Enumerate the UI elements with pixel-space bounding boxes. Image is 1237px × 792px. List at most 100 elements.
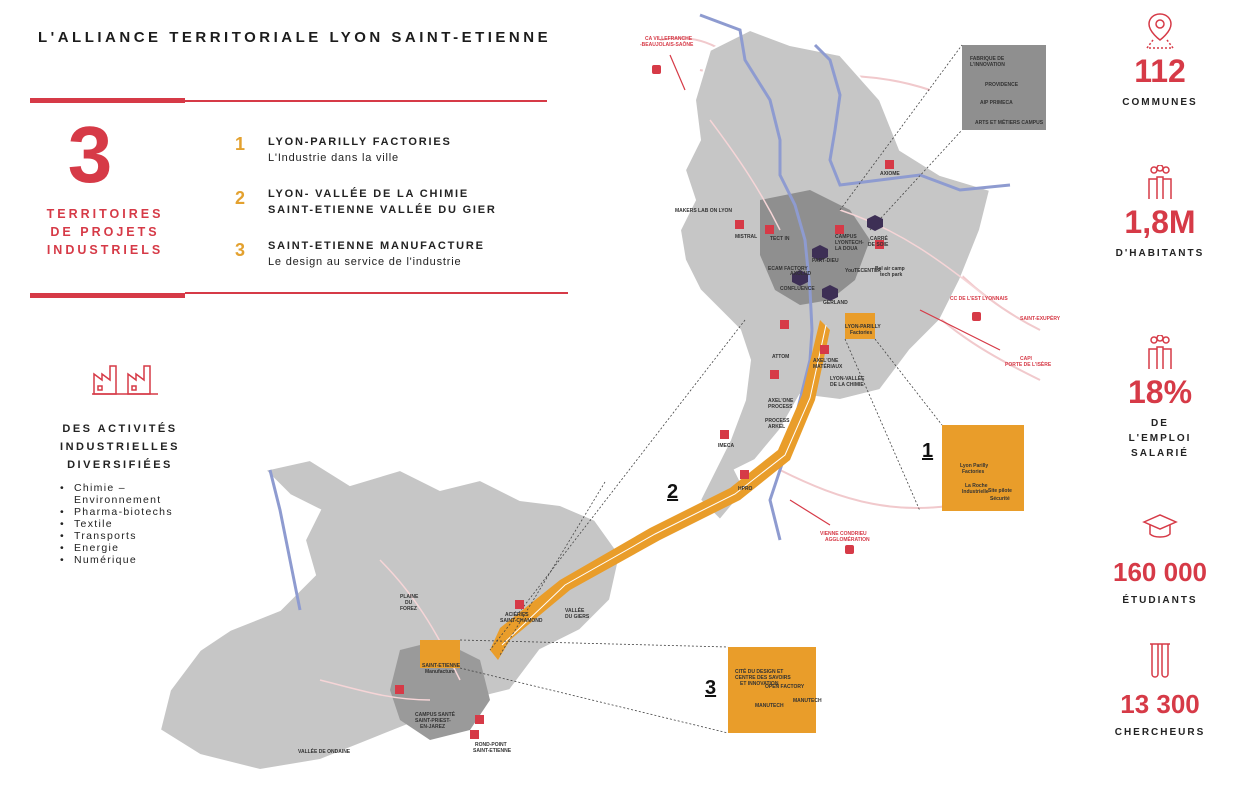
stat-etudiants: 160 000 ÉTUDIANTS bbox=[1100, 512, 1220, 608]
svg-text:tech park: tech park bbox=[880, 272, 902, 278]
svg-text:ECAM FACTORY: ECAM FACTORY bbox=[768, 266, 808, 272]
neighbor-arrows bbox=[669, 54, 1001, 526]
red-markers bbox=[395, 65, 981, 739]
territories-label: TERRITOIRES DE PROJETS INDUSTRIELS bbox=[46, 207, 164, 257]
svg-text:Bel air camp: Bel air camp bbox=[875, 266, 905, 272]
bottom-rule bbox=[185, 292, 568, 294]
svg-text:LA DOUA: LA DOUA bbox=[835, 246, 858, 252]
activities-list: Chimie – Environnement Pharma-biotechs T… bbox=[60, 482, 173, 566]
svg-text:ET INNOVATION: ET INNOVATION bbox=[740, 681, 779, 687]
inset-connectors bbox=[459, 44, 963, 734]
top-rule bbox=[185, 100, 547, 102]
svg-text:TECT IN: TECT IN bbox=[770, 236, 790, 242]
test-tubes-icon bbox=[1150, 643, 1170, 678]
svg-text:-BEAUJOLAIS-SAÔNE: -BEAUJOLAIS-SAÔNE bbox=[640, 40, 694, 48]
people-icon bbox=[1148, 334, 1172, 369]
list-item: Textile bbox=[60, 518, 173, 530]
svg-text:La Roche: La Roche bbox=[965, 483, 988, 489]
vallee-corridor bbox=[490, 320, 830, 660]
svg-text:SAINT-CHAMOND: SAINT-CHAMOND bbox=[500, 618, 543, 624]
svg-text:PLAINE: PLAINE bbox=[400, 594, 419, 600]
svg-text:ATTOM: ATTOM bbox=[772, 354, 789, 360]
top-thick-rule bbox=[30, 98, 185, 103]
page-title: L'ALLIANCE TERRITORIALE LYON SAINT-ETIEN… bbox=[38, 29, 552, 46]
svg-text:MATÉRIAUX: MATÉRIAUX bbox=[813, 362, 843, 370]
svg-text:AXEL'ONE: AXEL'ONE bbox=[813, 358, 839, 364]
svg-text:CARRÉ: CARRÉ bbox=[870, 234, 888, 242]
svg-text:MANUTECH: MANUTECH bbox=[793, 698, 822, 704]
stat-communes: 112 COMMUNES bbox=[1100, 12, 1220, 110]
svg-text:PORTE DE L'ISÈRE: PORTE DE L'ISÈRE bbox=[1005, 360, 1052, 368]
saint-etienne-territory bbox=[158, 458, 622, 772]
svg-text:SAINT-EXUPÉRY: SAINT-EXUPÉRY bbox=[1020, 314, 1061, 322]
stat-habitants: 1,8M D'HABITANTS bbox=[1100, 164, 1220, 261]
svg-text:LYONTECH-: LYONTECH- bbox=[835, 240, 864, 246]
svg-text:Sécurité: Sécurité bbox=[990, 496, 1010, 502]
stat-chercheurs: 13 300 CHERCHEURS bbox=[1100, 642, 1220, 740]
svg-text:AXIOME: AXIOME bbox=[880, 171, 900, 177]
territories-count: 3 bbox=[67, 110, 113, 199]
svg-text:MANUTECH: MANUTECH bbox=[755, 703, 784, 709]
inset-zone-1 bbox=[942, 425, 1024, 511]
svg-text:AXOLUD: AXOLUD bbox=[790, 271, 812, 277]
svg-text:MISTRAL: MISTRAL bbox=[735, 234, 757, 240]
purple-hubs bbox=[792, 215, 883, 301]
svg-text:PROCESS: PROCESS bbox=[765, 418, 790, 424]
inset-zone-3 bbox=[728, 647, 816, 733]
svg-text:GERLAND: GERLAND bbox=[823, 300, 848, 306]
activities-title: DES ACTIVITÉS INDUSTRIELLES DIVERSIFIÉES bbox=[60, 423, 180, 471]
svg-text:YouTECENTER: YouTECENTER bbox=[845, 268, 881, 274]
se-manufacture-site bbox=[420, 640, 460, 668]
list-item: Numérique bbox=[60, 554, 173, 566]
svg-text:SAINT-PRIEST-: SAINT-PRIEST- bbox=[415, 718, 451, 724]
factory-icon bbox=[92, 365, 158, 395]
svg-text:FABRIQUE DE: FABRIQUE DE bbox=[970, 56, 1005, 62]
map-pin-icon bbox=[1145, 13, 1175, 49]
svg-text:PART-DIEU: PART-DIEU bbox=[812, 258, 839, 264]
svg-text:VIENNE CONDRIEU: VIENNE CONDRIEU bbox=[820, 531, 867, 537]
svg-text:CITÉ DU DESIGN ET: CITÉ DU DESIGN ET bbox=[735, 667, 783, 675]
svg-text:PROCESS: PROCESS bbox=[768, 404, 793, 410]
svg-text:IMECA: IMECA bbox=[718, 443, 735, 449]
svg-text:ARKEL: ARKEL bbox=[768, 424, 785, 430]
svg-text:SAINT-ETIENNE: SAINT-ETIENNE bbox=[473, 748, 512, 754]
zone-2-number: 2 bbox=[667, 481, 678, 503]
svg-text:Factories: Factories bbox=[850, 330, 872, 336]
inset-top bbox=[962, 45, 1046, 130]
svg-text:CAPI: CAPI bbox=[1020, 356, 1033, 362]
svg-text:VALLÉE: VALLÉE bbox=[565, 606, 585, 614]
vallee-corridor-centerline bbox=[501, 324, 827, 646]
svg-text:AXEL'ONE: AXEL'ONE bbox=[768, 398, 794, 404]
list-item: Energie bbox=[60, 542, 173, 554]
svg-text:CA VILLEFRANCHE: CA VILLEFRANCHE bbox=[645, 36, 693, 42]
svg-text:CONFLUENCE: CONFLUENCE bbox=[780, 286, 815, 292]
svg-text:CENTRE DES SAVOIRS: CENTRE DES SAVOIRS bbox=[735, 675, 791, 681]
svg-text:DE LA CHIMIE: DE LA CHIMIE bbox=[830, 382, 864, 388]
list-item: Chimie – bbox=[60, 482, 173, 494]
svg-text:HPRO: HPRO bbox=[738, 486, 753, 492]
svg-text:ROND-POINT: ROND-POINT bbox=[475, 742, 507, 748]
svg-text:EN-JAREZ: EN-JAREZ bbox=[420, 724, 445, 730]
svg-text:CAMPUS SANTÉ: CAMPUS SANTÉ bbox=[415, 710, 456, 718]
people-icon bbox=[1148, 164, 1172, 199]
svg-text:DE SOIE: DE SOIE bbox=[868, 242, 889, 248]
svg-text:SAINT-ETIENNE: SAINT-ETIENNE bbox=[422, 663, 461, 669]
stat-emploi: 18% DE L'EMPLOI SALARIÉ bbox=[1100, 334, 1220, 461]
territory-map: CA VILLEFRANCHE -BEAUJOLAIS-SAÔNE CC DE … bbox=[158, 13, 1061, 772]
svg-text:LYON-PARILLY: LYON-PARILLY bbox=[845, 324, 881, 330]
saint-etienne-urban-core bbox=[390, 640, 490, 740]
svg-text:CC DE L'EST LYONNAIS: CC DE L'EST LYONNAIS bbox=[950, 296, 1008, 302]
zone-1-number: 1 bbox=[922, 440, 933, 462]
graduation-cap-icon bbox=[1142, 514, 1178, 538]
svg-text:Lyon Parilly: Lyon Parilly bbox=[960, 463, 988, 469]
list-item: Environnement bbox=[74, 494, 162, 506]
list-item: Pharma-biotechs bbox=[60, 506, 173, 518]
bottom-thick-rule bbox=[30, 293, 185, 298]
svg-text:ARTS ET MÉTIERS CAMPUS: ARTS ET MÉTIERS CAMPUS bbox=[975, 118, 1044, 126]
svg-text:L'INNOVATION: L'INNOVATION bbox=[970, 62, 1005, 68]
svg-text:DU GIERS: DU GIERS bbox=[565, 614, 590, 620]
svg-text:OPEN FACTORY: OPEN FACTORY bbox=[765, 684, 805, 690]
svg-text:AIP PRIMECA: AIP PRIMECA bbox=[980, 100, 1013, 106]
svg-text:ACIÉRIES: ACIÉRIES bbox=[505, 610, 529, 618]
svg-text:LYON-VALLÉE: LYON-VALLÉE bbox=[830, 374, 865, 382]
